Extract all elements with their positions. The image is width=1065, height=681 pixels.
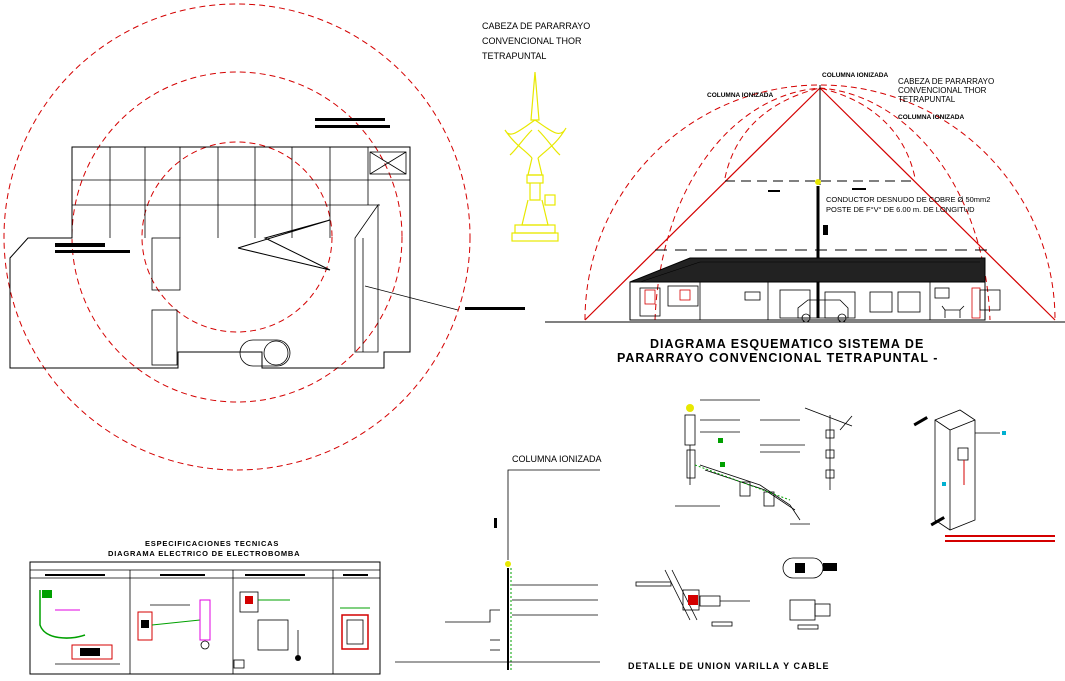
protection-cone-left [584,87,821,321]
terminal-head-label-3: TETRAPUNTAL [482,51,546,61]
room-grid [72,147,410,367]
conductor-label: CONDUCTOR DESNUDO DE COBRE Ø 50mm2 [826,195,990,204]
car-icon [797,299,849,323]
diagram-title: DIAGRAMA ESQUEMATICO SISTEMA DE PARARRAY… [617,337,938,365]
spec-table-frame [29,561,381,675]
house-elevation [629,257,1001,323]
spec-title-line-2: DIAGRAMA ELECTRICO DE ELECTROBOMBA [108,549,300,558]
panel-detail [913,409,1055,542]
right-column-label: COLUMNA IONIZADA [898,114,965,121]
leader-label-mark [465,307,525,310]
protection-radius-outer [3,3,471,471]
mast-tip-icon [815,179,821,185]
post-label: POSTE DE F°V° DE 6.00 m. DE LONGITUD [826,205,975,214]
house-body [629,281,986,321]
rod-top-icon [686,404,694,412]
terminal-head-label-1: CABEZA DE PARARRAYO [482,21,590,31]
building-outline [9,146,411,369]
connection-details [675,399,853,525]
schematic-head-label-1: CABEZA DE PARARRAYO [898,77,994,86]
protection-arc-middle [654,87,991,321]
spec-cell-4 [340,607,370,650]
spec-title-line-1: ESPECIFICACIONES TECNICAS [145,539,279,548]
lightning-rod-head-icon [504,71,567,242]
diagram-title-line-1: DIAGRAMA ESQUEMATICO SISTEMA DE [650,337,924,351]
protection-radius-middle [71,71,403,403]
column-tip-icon [505,561,511,567]
spec-cell-2 [137,599,211,650]
column-detail: COLUMNA IONIZADA [395,454,602,670]
panel-box [934,409,976,531]
left-column-label: COLUMNA IONIZADA [707,92,774,99]
protection-arrow [237,219,331,271]
spec-cell-3 [233,591,301,669]
protection-cone-right [819,87,1056,321]
terminal-head-label-2: CONVENCIONAL THOR [482,36,582,46]
schematic-head-label-3: TETRAPUNTAL [898,95,956,104]
protection-arc-inner [724,87,916,179]
protection-radius-inner [141,141,333,333]
roof [629,257,986,283]
schematic-elevation: COLUMNA IONIZADA COLUMNA IONIZADA COLUMN… [545,72,1065,323]
terminal-head-detail: CABEZA DE PARARRAYO CONVENCIONAL THOR TE… [482,21,590,242]
plan-label-mark [55,243,105,247]
floor-plan [3,3,525,471]
dog-icon [941,305,965,318]
column-detail-label: COLUMNA IONIZADA [512,454,602,464]
union-detail: DETALLE DE UNION VARILLA Y CABLE [628,557,837,671]
diagram-title-line-2: PARARRAYO CONVENCIONAL TETRAPUNTAL - [617,351,938,365]
spec-cell-1 [39,590,120,665]
schematic-head-label-2: CONVENCIONAL THOR [898,86,987,95]
protection-arc-outer [584,84,1056,321]
union-detail-title: DETALLE DE UNION VARILLA Y CABLE [628,661,830,671]
top-column-label: COLUMNA IONIZADA [822,72,889,79]
spec-table: ESPECIFICACIONES TECNICAS DIAGRAMA ELECT… [29,539,381,675]
